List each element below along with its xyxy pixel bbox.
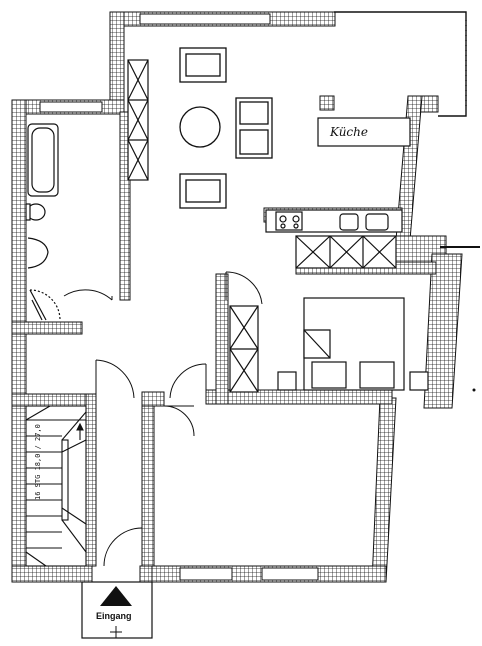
bedroom — [229, 297, 429, 393]
entrance-label: Eingang — [96, 611, 132, 621]
top-windows — [39, 13, 271, 113]
dining-set — [179, 47, 273, 209]
kitchen — [265, 117, 411, 269]
staircase — [25, 405, 87, 567]
door-swings — [63, 271, 263, 567]
entrance — [81, 581, 153, 639]
edge-marks — [440, 246, 480, 392]
stair-label: 16 STG 18,0 / 27,0 — [34, 424, 42, 500]
kitchen-label: Küche — [329, 125, 368, 139]
bathroom — [25, 123, 61, 321]
balcony — [334, 11, 467, 117]
bottom-windows — [179, 567, 319, 581]
shelf-unit — [127, 59, 149, 181]
